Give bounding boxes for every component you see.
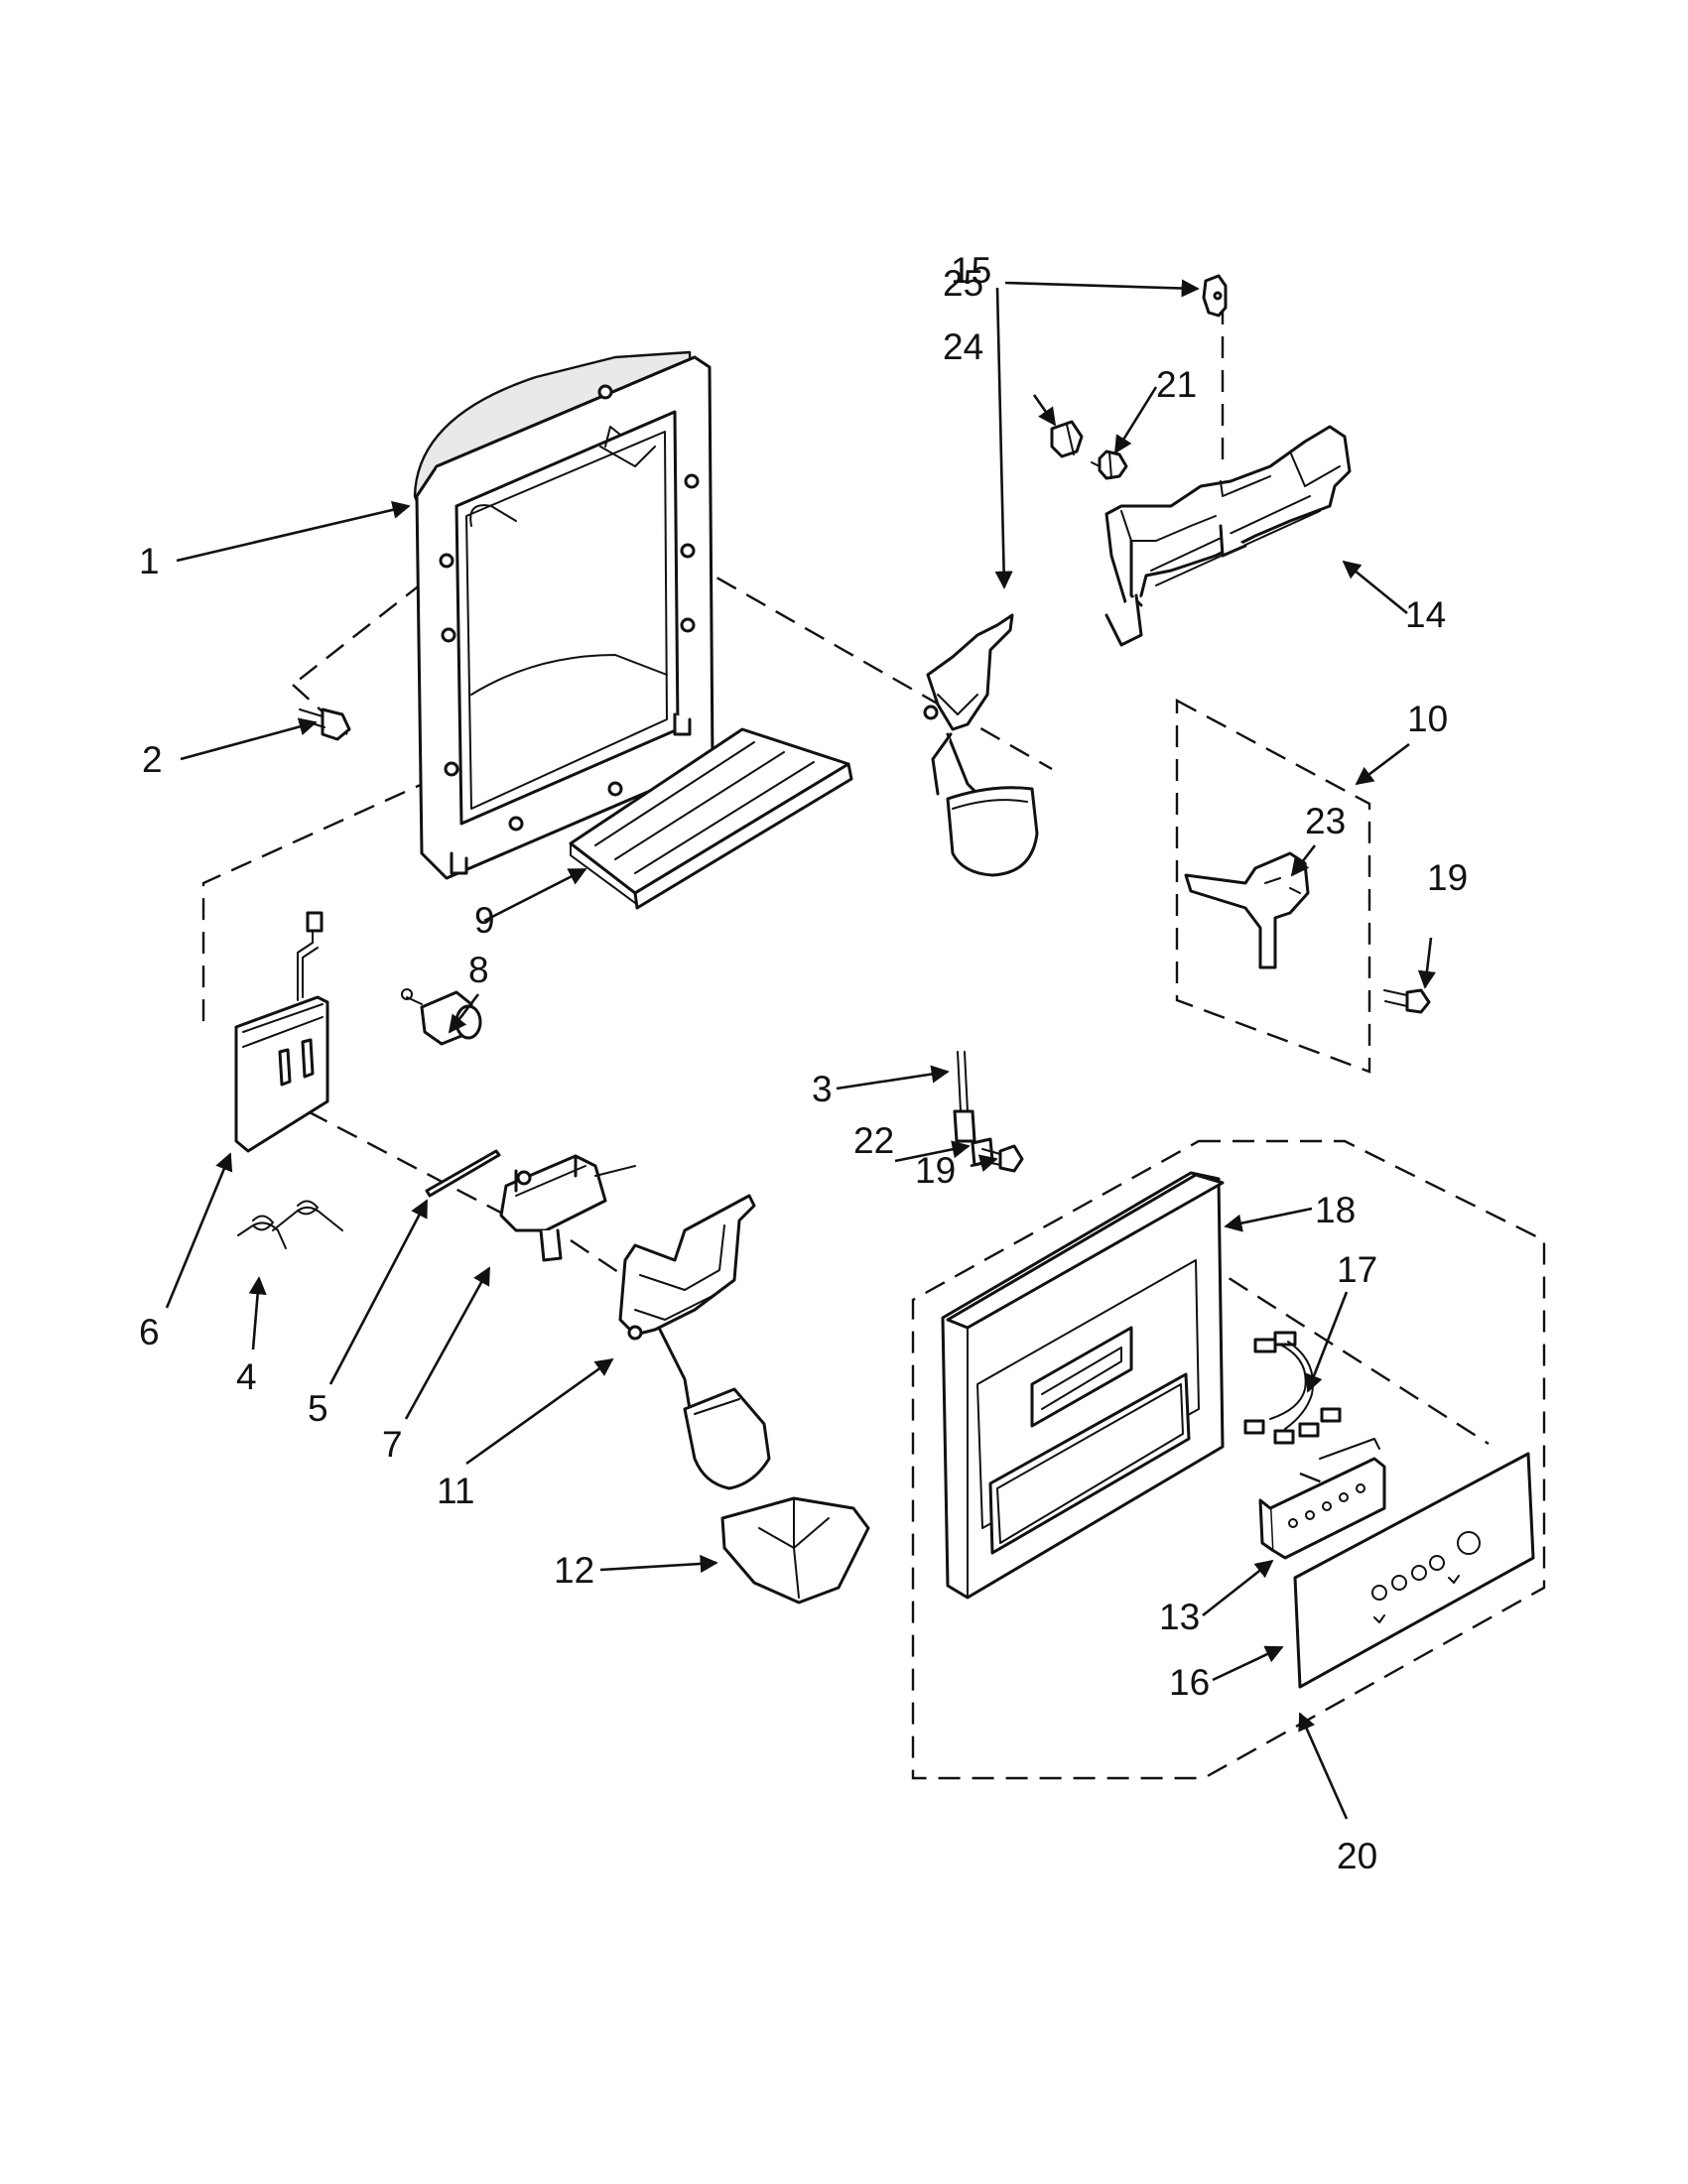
actuator-part-24 (1050, 420, 1084, 458)
callout-9: 9 (474, 900, 495, 941)
callout-leaders (165, 279, 1436, 1820)
callout-25: 25 (943, 263, 983, 304)
water-pedal (923, 613, 1039, 877)
callout-12: 12 (554, 1550, 594, 1591)
callout-24: 24 (943, 326, 983, 367)
ice-chute-module (1104, 425, 1352, 647)
actuator-part-21 (1091, 450, 1128, 480)
chute-part-12 (720, 1496, 870, 1605)
callout-11: 11 (437, 1471, 474, 1511)
callout-14: 14 (1405, 594, 1446, 635)
dispenser-facade-part-18 (941, 1171, 1225, 1600)
callout-17: 17 (1337, 1249, 1377, 1290)
callout-15: 15 (951, 250, 991, 291)
callout-5: 5 (308, 1388, 328, 1429)
callout-21: 21 (1156, 364, 1197, 405)
callout-10: 10 (1407, 699, 1448, 739)
callout-labels: 1 2 3 4 5 6 7 8 9 10 11 12 13 14 15 16 1… (139, 250, 1468, 1876)
callout-23: 23 (1305, 801, 1346, 841)
callout-22: 22 (853, 1120, 894, 1161)
lever-part-7 (499, 1154, 636, 1262)
motor-part-6 (234, 911, 329, 1153)
control-overlay-part-16 (1293, 1452, 1535, 1689)
callout-7: 7 (382, 1424, 403, 1465)
callout-2: 2 (142, 739, 163, 780)
callout-4: 4 (236, 1356, 257, 1397)
pin-part-5 (425, 1149, 501, 1198)
callout-18: 18 (1315, 1190, 1356, 1230)
callout-19-lower: 19 (915, 1150, 956, 1191)
ice-paddle-part-11 (618, 1194, 771, 1490)
dispenser-housing (413, 350, 714, 880)
screw-part-19-upper (1383, 988, 1431, 1014)
lever-part-23 (1184, 851, 1310, 969)
control-board-part-13 (1258, 1438, 1386, 1560)
spring-part-4 (237, 1200, 343, 1249)
callout-16: 16 (1169, 1662, 1210, 1703)
callout-13: 13 (1159, 1597, 1200, 1637)
callout-6: 6 (139, 1312, 160, 1352)
drip-tray (569, 727, 853, 910)
clip-part-3 (953, 1051, 976, 1143)
callout-19-upper: 19 (1427, 857, 1468, 898)
solenoid-part-8 (401, 988, 482, 1046)
switch-part-25 (1202, 274, 1228, 318)
wire-harness-part-17 (1243, 1331, 1342, 1445)
callout-3: 3 (812, 1069, 833, 1109)
callout-1: 1 (139, 541, 160, 581)
callout-20: 20 (1337, 1836, 1377, 1876)
callout-8: 8 (468, 950, 489, 990)
